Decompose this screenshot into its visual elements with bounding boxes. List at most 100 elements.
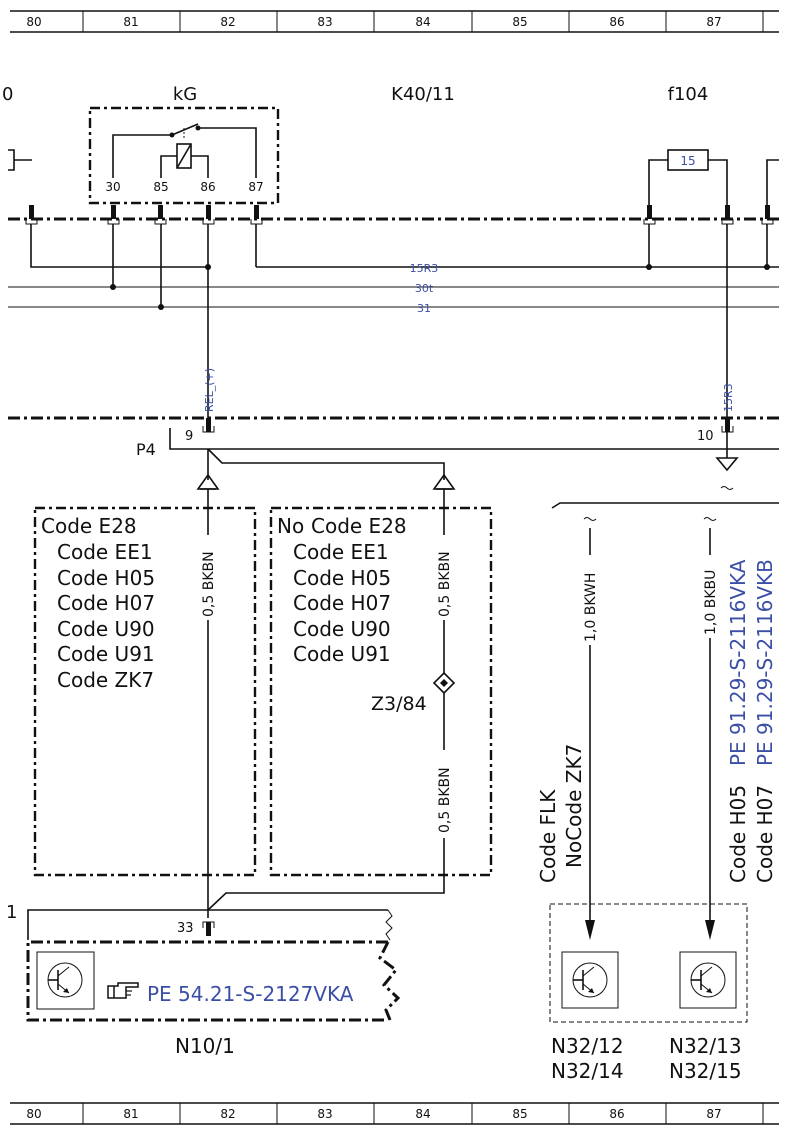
grid-col-84: 84 (415, 1107, 430, 1121)
grid-col-82: 82 (220, 15, 235, 29)
relay-pin-86: 86 (200, 180, 215, 194)
n10-module-box (26, 940, 388, 1022)
arrow-bkbu-icon (705, 920, 715, 940)
p4-branch-wires (196, 432, 739, 490)
n10-label: N10/1 (175, 1034, 235, 1058)
grid-col-80: 80 (26, 1107, 41, 1121)
n32-14-label: N32/14 (551, 1059, 624, 1083)
pin-33-label: 33 (177, 921, 194, 936)
code-right-4: Code U90 (293, 617, 391, 641)
codes-right-box (269, 506, 493, 877)
relay-pin-85: 85 (153, 180, 168, 194)
splice-icon (432, 671, 456, 695)
code-left-3: Code H07 (57, 591, 155, 615)
code-right-5: Code U91 (293, 642, 391, 666)
right-edge-wire (766, 159, 779, 208)
pin-33-socket (202, 921, 215, 928)
ref-vkb-link[interactable]: PE 91.29-S-2116VKB (753, 559, 777, 766)
right-group-bracket (551, 502, 779, 509)
vertical-15r3-label: 15R3 (722, 383, 735, 412)
rel-plus-label: REL_(+) (203, 368, 216, 412)
relay-kg-label: kG (173, 84, 197, 105)
n10-module-edge (378, 941, 401, 1021)
relay-pin-87: 87 (248, 180, 263, 194)
grid-col-86: 86 (609, 1107, 624, 1121)
bottom-grid-bar: 80 81 82 83 84 85 86 87 (10, 1102, 779, 1125)
wire-break-1 (583, 517, 597, 521)
wire-bkwh-label: 1,0 BKWH (583, 573, 599, 642)
codes-left-list: Code E28 Code EE1 Code H05 Code H07 Code… (41, 514, 155, 692)
fuse-f104: 15 (648, 149, 728, 208)
bus-wires (8, 224, 779, 418)
code-left-6: Code ZK7 (57, 668, 154, 692)
grid-col-83: 83 (317, 15, 332, 29)
grid-col-80: 80 (26, 15, 41, 29)
grid-col-81: 81 (123, 1107, 138, 1121)
wire-break-2 (703, 517, 717, 521)
relay-name-label: K40/11 (391, 84, 455, 105)
pointing-hand-icon (107, 982, 139, 999)
top-grid-bar: 80 81 82 83 84 85 86 87 (10, 10, 779, 33)
n32-module-box (549, 903, 748, 1023)
code-left-0: Code E28 (41, 514, 137, 538)
left-edge-label: 0 (2, 84, 13, 105)
n32-12-label: N32/12 (551, 1034, 624, 1058)
no-code-zk7-label: NoCode ZK7 (562, 744, 586, 868)
grid-col-84: 84 (415, 15, 430, 29)
code-left-2: Code H05 (57, 566, 155, 590)
n32-15-label: N32/15 (669, 1059, 742, 1083)
transistor-icon (679, 951, 737, 1009)
bus-30t-label: 30t (415, 282, 434, 295)
splice-label: Z3/84 (371, 693, 427, 715)
wire-bkbu-label: 1,0 BKBU (703, 570, 719, 635)
left-edge-label-2: 1 (6, 902, 17, 923)
left-edge-component (8, 149, 15, 171)
relay-coil (160, 143, 209, 178)
code-right-2: Code H05 (293, 566, 391, 590)
fuse-name-label: f104 (668, 84, 709, 105)
grid-col-85: 85 (512, 1107, 527, 1121)
wire-right-lower-label: 0,5 BKBN (437, 767, 453, 833)
code-h07-label: Code H07 (753, 785, 777, 883)
n32-13-label: N32/13 (669, 1034, 742, 1058)
wire-left-label: 0,5 BKBN (201, 551, 217, 617)
codes-left-box (33, 506, 257, 877)
grid-col-87: 87 (706, 15, 721, 29)
bus-15r3-label: 15R3 (410, 262, 439, 275)
p4-connector (169, 418, 779, 450)
grid-col-85: 85 (512, 15, 527, 29)
p4-label: P4 (136, 440, 156, 459)
transistor-icon (561, 951, 619, 1009)
grid-col-82: 82 (220, 1107, 235, 1121)
code-h05-label: Code H05 (726, 785, 750, 883)
transistor-icon (36, 951, 95, 1010)
pin-10-label: 10 (697, 429, 714, 444)
codes-right-list: No Code E28 Code EE1 Code H05 Code H07 C… (277, 514, 407, 666)
grid-col-81: 81 (123, 15, 138, 29)
code-right-prefix: No (277, 514, 304, 538)
n10-break (385, 909, 393, 941)
code-left-5: Code U91 (57, 642, 155, 666)
pin-9-label: 9 (185, 429, 193, 444)
relay-pin-30: 30 (105, 180, 120, 194)
relay-switch (112, 123, 257, 178)
harness-pins (29, 205, 770, 219)
grid-col-87: 87 (706, 1107, 721, 1121)
bus-31-label: 31 (417, 302, 431, 315)
grid-col-86: 86 (609, 15, 624, 29)
code-flk-label: Code FLK (536, 789, 560, 883)
wire-right-to-n10 (207, 838, 445, 911)
code-right-3: Code H07 (293, 591, 391, 615)
reference-link[interactable]: PE 54.21-S-2127VKA (147, 982, 354, 1006)
code-right-0: Code E28 (311, 514, 407, 538)
arrow-bkwh-icon (585, 920, 595, 940)
ref-vka-link[interactable]: PE 91.29-S-2116VKA (726, 559, 750, 766)
wire-right-upper-label: 0,5 BKBN (437, 551, 453, 617)
relay-box (88, 106, 280, 205)
grid-col-83: 83 (317, 1107, 332, 1121)
fuse-value: 15 (680, 154, 695, 168)
pin-33-icon (206, 922, 211, 936)
code-right-1: Code EE1 (293, 540, 389, 564)
code-left-4: Code U90 (57, 617, 155, 641)
